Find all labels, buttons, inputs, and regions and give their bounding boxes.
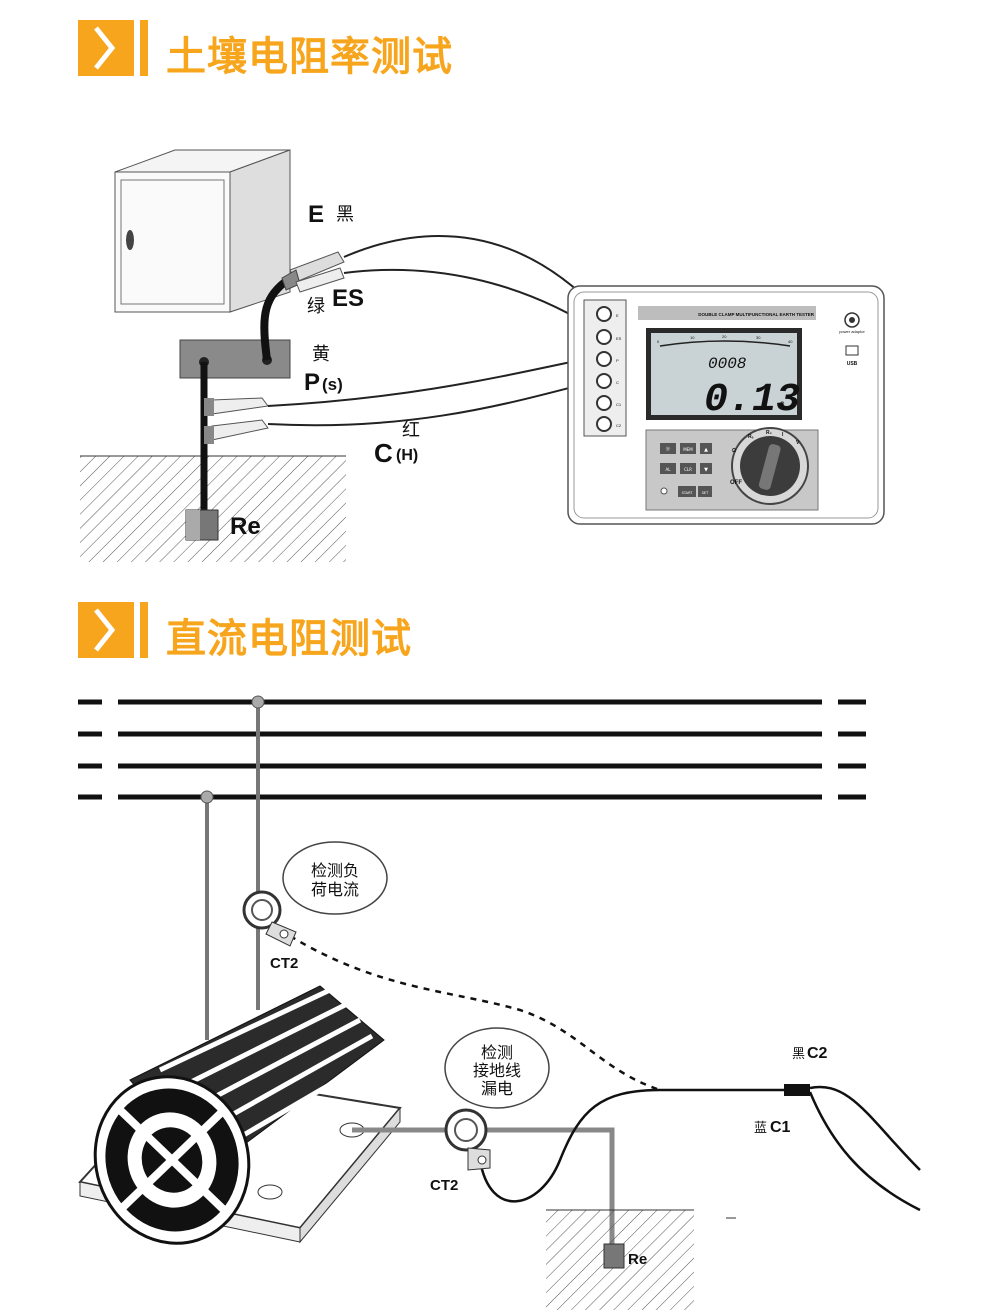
callout-text: 检测 [481,1043,513,1062]
dial-label: Rₑ [748,434,754,440]
btn-label: ▲ [704,447,708,453]
label-c-sub: (H) [396,447,418,464]
label-p-color: 黄 [312,344,330,365]
lcd-unit: Ω [780,402,785,408]
label-e-color: 黑 [336,204,354,225]
earth-tester: E ES P C C1 C2 DOUBLE CLAMP MULTIFUNCTIO… [567,285,885,525]
chevron-icon [78,20,134,76]
btn-label: CLR [684,467,692,472]
dial-label: Ω [732,448,736,454]
label-c1-color: 蓝 [754,1121,767,1136]
label-p-sub: (s) [322,375,343,394]
label-c-color: 红 [402,420,420,441]
terminal-label: E [616,313,619,318]
terminal-label: C2 [616,423,622,428]
label-es: ES [332,285,364,312]
terminal-jacks [596,306,612,432]
dial-label: R₂ [766,430,772,436]
usb-port [845,345,859,356]
label-es-color: 绿 [307,296,325,317]
terminal-label: C1 [616,402,622,407]
ground-electrode [603,1243,625,1269]
callout-leakage [444,1027,550,1109]
callout-text: 荷电流 [311,880,359,899]
power-lines [78,699,866,800]
label-c2-color: 黑 [792,1047,805,1062]
scale-tick: 20 [722,334,727,339]
dial-label: OFF [730,480,742,486]
btn-label: MEM [683,447,693,452]
clip-e [281,251,345,291]
callout-load-current [282,841,388,915]
label-p: P [304,369,320,396]
label-re: Re [230,513,261,540]
ground-hatch [80,456,346,562]
lcd-small-reading: 0008 [708,355,747,373]
label-c2: C2 [807,1045,828,1062]
scale-tick: 40 [788,339,793,344]
callout-text: 接地线 [473,1061,521,1080]
probe-p [204,397,269,416]
test-cable [478,1088,786,1203]
terminal-label: C [616,380,619,385]
tester-banner: DOUBLE CLAMP MULTIFUNCTIONAL EARTH TESTE… [698,312,814,317]
keypad [660,443,712,497]
usb-label: USB [847,361,858,367]
btn-label: AL [666,467,672,472]
transformer [78,985,402,1245]
lcd-main-reading: 0.13 [704,378,800,423]
cable-connector [784,1084,810,1096]
btn-label: START [682,491,694,495]
ground-bar [179,339,291,379]
dial-label: I [782,432,784,438]
power-label: power adaptor [839,329,865,334]
label-c: C [374,438,393,468]
callout-text: 检测负 [311,861,359,880]
clamp-ct2-lower [444,1108,491,1171]
chevron-icon [78,602,134,658]
callout-text: 漏电 [481,1079,513,1098]
terminal-label: ES [616,336,622,341]
clamp-ct2-upper [242,890,297,947]
probe-c [204,419,269,444]
label-re: Re [628,1251,647,1268]
label-ct2-lower: CT2 [430,1177,458,1194]
dial-label: V [796,440,800,446]
btn-label: ▼ [704,467,708,473]
accent-bar [140,20,148,76]
dashed-cable [289,934,661,1092]
clip-es [295,267,345,293]
scale-tick: 30 [756,335,761,340]
btn-label: SET [702,491,709,495]
section-title: 直流电阻测试 [166,615,412,662]
btn-label: ☼ [665,446,671,453]
scale-tick: 0 [657,339,660,344]
cabinet [114,149,291,313]
label-e: E [308,201,324,228]
scale-tick: 10 [690,335,695,340]
terminal-label: P [616,358,619,363]
section-title: 土壤电阻率测试 [166,33,453,80]
accent-bar [140,602,148,658]
label-c1: C1 [770,1119,791,1136]
label-ct2-upper: CT2 [270,955,298,972]
